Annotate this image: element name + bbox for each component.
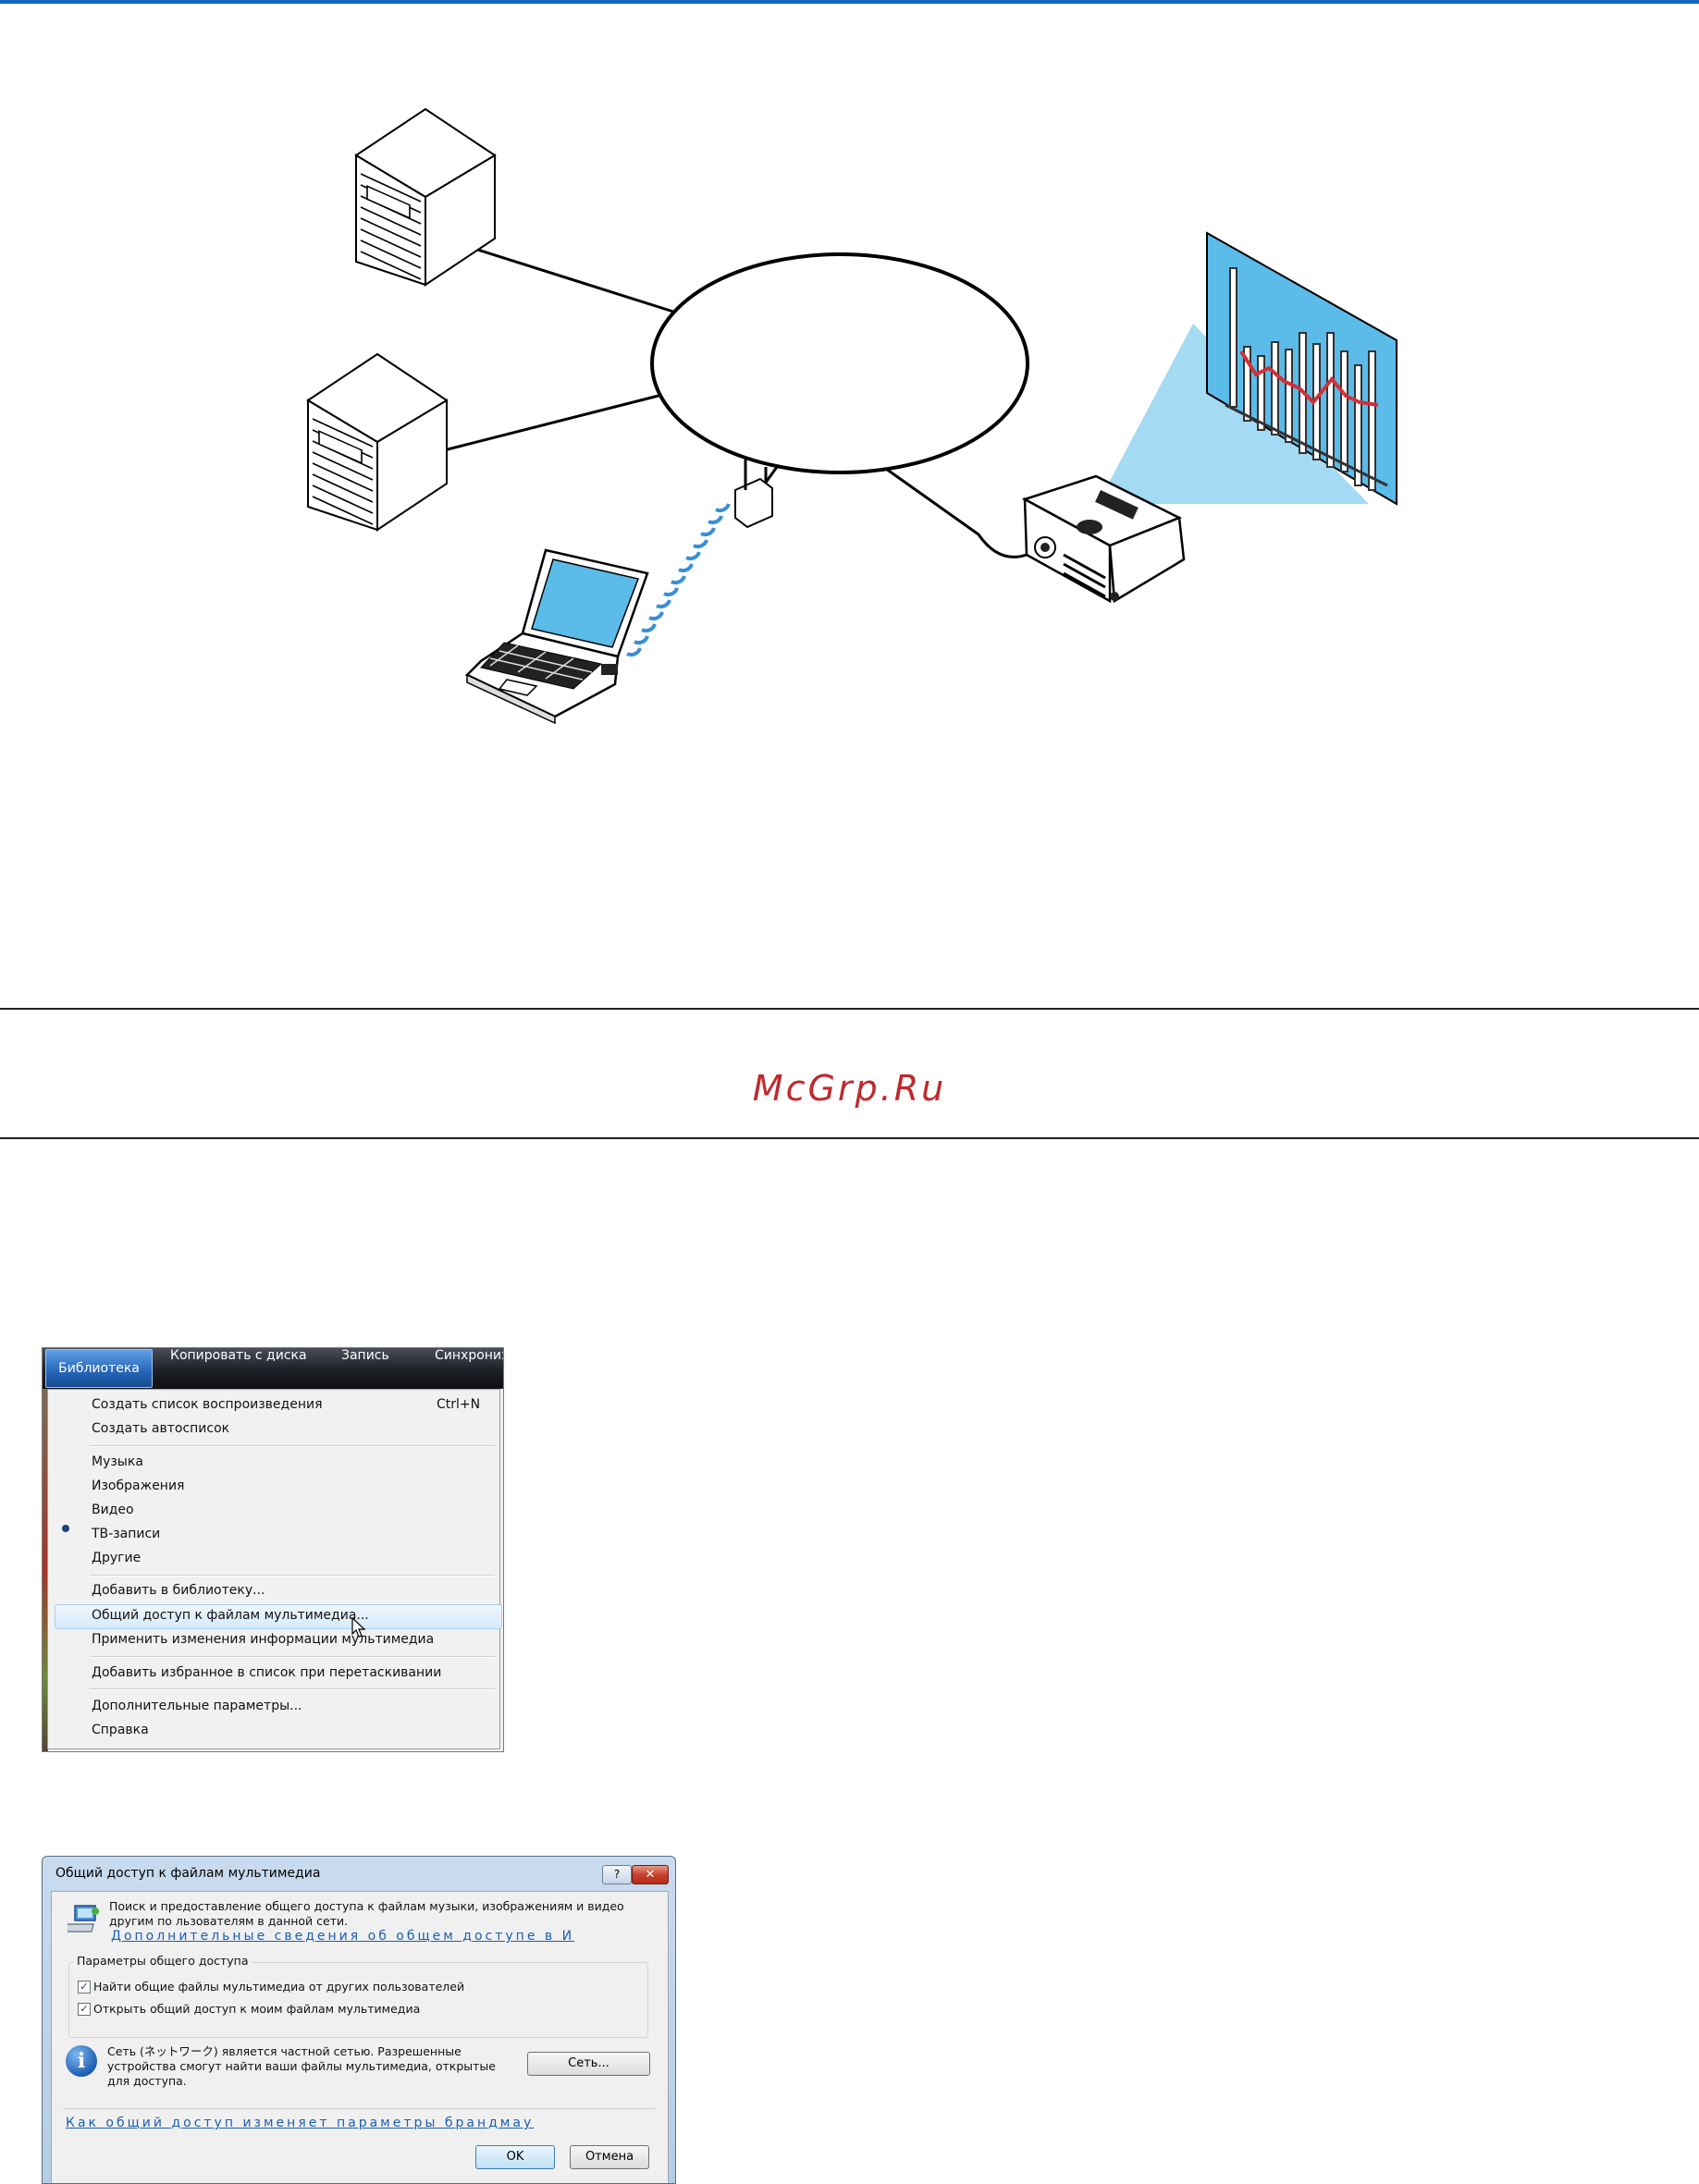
menu-separator [90,1656,495,1658]
dialog-content: Поиск и предоставление общего доступа к … [51,1891,669,2183]
mouse-cursor-icon [351,1617,366,1638]
tab-burn[interactable]: Запись [341,1348,389,1363]
menu-separator [90,1445,495,1447]
tab-library[interactable]: Библиотека [45,1349,153,1388]
menu-item-other[interactable]: Другие [92,1551,142,1565]
menu-separator [90,1575,495,1577]
link-server2 [443,394,659,452]
server-icon [306,352,449,532]
menu-item-add-to-library[interactable]: Добавить в библиотеку... [92,1583,265,1598]
divider-top [0,1008,1699,1010]
find-media-checkbox[interactable]: ✓ [78,1981,91,1994]
more-info-link[interactable]: Дополнительные сведения об общем доступе… [111,1929,575,1944]
ok-button[interactable]: OK [475,2145,555,2169]
wifi-waves [626,503,731,657]
menu-item-add-favorites[interactable]: Добавить избранное в список при перетаск… [92,1665,442,1680]
server-icon [354,107,497,287]
menu-item-apply-media-info[interactable]: Применить изменения информации мультимед… [92,1632,435,1647]
menu-bar: Библиотека Копировать с диска Запись Син… [43,1348,503,1389]
sharing-settings-group [68,1962,648,2038]
top-accent-bar [0,0,1699,4]
menu-item-tv[interactable]: ТВ-записи [92,1527,161,1541]
network-info-text: Сеть (ネットワーク) является частной сетью. Ра… [107,2044,496,2088]
watermark: McGrp.Ru [752,1068,947,1109]
laptop-icon [464,548,649,725]
tab-rip[interactable]: Копировать с диска [170,1348,307,1363]
dialog-description: Поиск и предоставление общего доступа к … [109,1899,624,1928]
menu-item-music[interactable]: Музыка [92,1454,143,1469]
link-server1 [471,246,674,313]
menu-highlight [55,1604,502,1629]
menu-item-video[interactable]: Видео [92,1503,134,1517]
menu-item-create-playlist[interactable]: Создать список воспроизведения [92,1397,323,1412]
info-icon: i [66,2045,97,2077]
library-dropdown-menu: Создать список воспроизведения Ctrl+N Со… [47,1389,502,1749]
share-media-label: Открыть общий доступ к моим файлам мульт… [93,2002,421,2016]
menu-item-help[interactable]: Справка [92,1723,149,1737]
close-button[interactable]: ✕ [632,1865,669,1884]
help-button[interactable]: ? [602,1865,632,1884]
menu-item-pictures[interactable]: Изображения [92,1478,185,1493]
library-menu-screenshot: Библиотека Копировать с диска Запись Син… [42,1347,504,1752]
network-button[interactable]: Сеть... [527,2052,650,2076]
share-media-checkbox[interactable]: ✓ [78,2003,91,2016]
network-diagram [306,107,1397,725]
network-ellipse [650,252,1029,474]
wireless-router-icon [734,460,773,529]
projection-screen-icon [1206,231,1397,506]
find-media-label: Найти общие файлы мультимедиа от других … [93,1980,465,1994]
menu-item-more-options[interactable]: Дополнительные параметры... [92,1699,302,1713]
group-title: Параметры общего доступа [74,1954,252,1968]
dialog-title: Общий доступ к файлам мультимедиа [55,1866,321,1881]
background-strip [43,1389,48,1751]
dialog-divider [63,2108,655,2109]
tab-sync[interactable]: Синхрониз [435,1348,504,1363]
projector-beam [1108,324,1369,504]
radio-selected-icon [62,1525,69,1532]
projector-icon [1021,474,1186,604]
share-media-icon [68,1905,99,1932]
cancel-button[interactable]: Отмена [570,2145,649,2169]
media-sharing-dialog: Общий доступ к файлам мультимедиа ? ✕ По… [42,1856,676,2184]
shortcut-label: Ctrl+N [437,1397,481,1412]
link-projector [885,467,1028,558]
menu-item-media-sharing[interactable]: Общий доступ к файлам мультимедиа... [92,1608,369,1623]
menu-item-create-autoplaylist[interactable]: Создать автосписок [92,1421,230,1436]
menu-separator [90,1688,495,1690]
firewall-link[interactable]: Как общий доступ изменяет параметры бран… [66,2116,535,2130]
divider-bottom [0,1137,1699,1139]
